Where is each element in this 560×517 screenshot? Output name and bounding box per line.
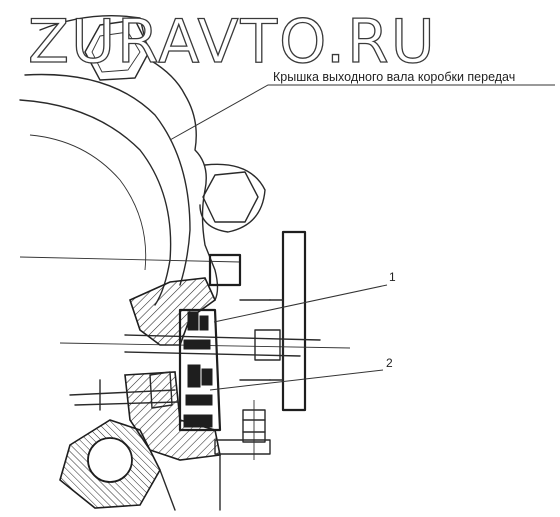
callout-1-label: 1 — [389, 270, 396, 284]
cover-boss — [208, 253, 242, 287]
cover-outer-contour — [39, 15, 219, 301]
caption-leader — [169, 84, 555, 141]
callout-2-label: 2 — [386, 356, 393, 370]
output-shaft — [59, 329, 351, 361]
callout-2-leader — [209, 369, 384, 391]
right-bolt-lug — [199, 163, 266, 233]
housing-outer-arc — [24, 73, 191, 286]
bottom-bolt — [214, 400, 271, 460]
top-bolt-lug — [84, 19, 151, 81]
callout-1-leader — [213, 284, 388, 323]
caption-label: Крышка выходного вала коробки передач — [273, 70, 515, 84]
housing-inner-arc — [19, 99, 172, 306]
lower-bolt-hole — [87, 437, 133, 483]
seal-assembly — [178, 308, 222, 432]
output-flange — [239, 230, 307, 412]
watermark: ZURAVTO.RU — [28, 7, 437, 77]
shaft-housing-lines — [69, 371, 179, 411]
